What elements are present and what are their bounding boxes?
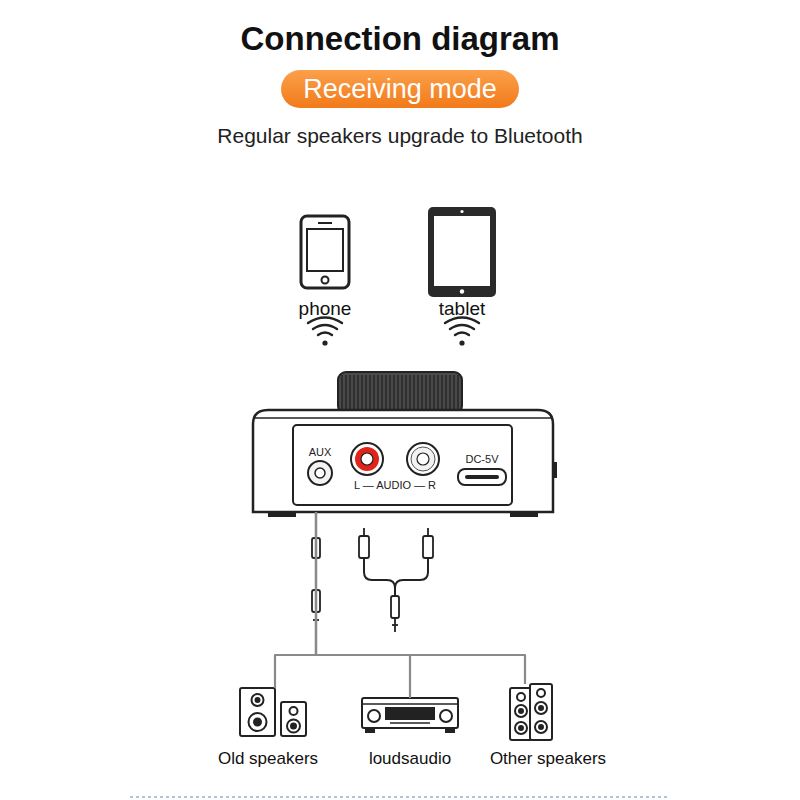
receiver-device [253,372,557,517]
diagram-title: Connection diagram [240,22,559,55]
port-label: AUX [309,447,332,458]
mode-label: Receiving mode [303,76,497,103]
bracket-connector [316,512,410,698]
mode-pill: Receiving mode [281,70,519,108]
device-label: loudsaudio [369,750,451,767]
tablet-device: tablet [426,205,498,320]
bracket-connector [275,512,316,688]
device-label: phone [299,299,352,318]
speaker-icon [510,684,552,740]
amplifier-device: loudsaudio [360,698,460,770]
bluetooth-receiver: AUX L — AUDIO — R DC-5V [253,370,553,512]
speaker-device: Old speakers [212,688,324,770]
subtitle-text: Regular speakers upgrade to Bluetooth [217,125,582,146]
bracket-connector [316,512,525,684]
phone-icon [301,216,349,288]
phone-device: phone [293,214,358,320]
speaker-icon [240,688,306,736]
speaker-device: Other speakers [484,684,612,770]
wireless-symbol [308,318,479,346]
amplifier-icon [362,698,458,732]
tablet-icon [428,207,496,297]
port-label: L — AUDIO — R [354,480,436,491]
divider-line [130,796,670,798]
port-label: DC-5V [465,454,498,465]
device-label: Other speakers [490,750,606,767]
device-label: tablet [439,299,485,318]
device-label: Old speakers [218,750,318,767]
rca-cable [359,528,433,632]
